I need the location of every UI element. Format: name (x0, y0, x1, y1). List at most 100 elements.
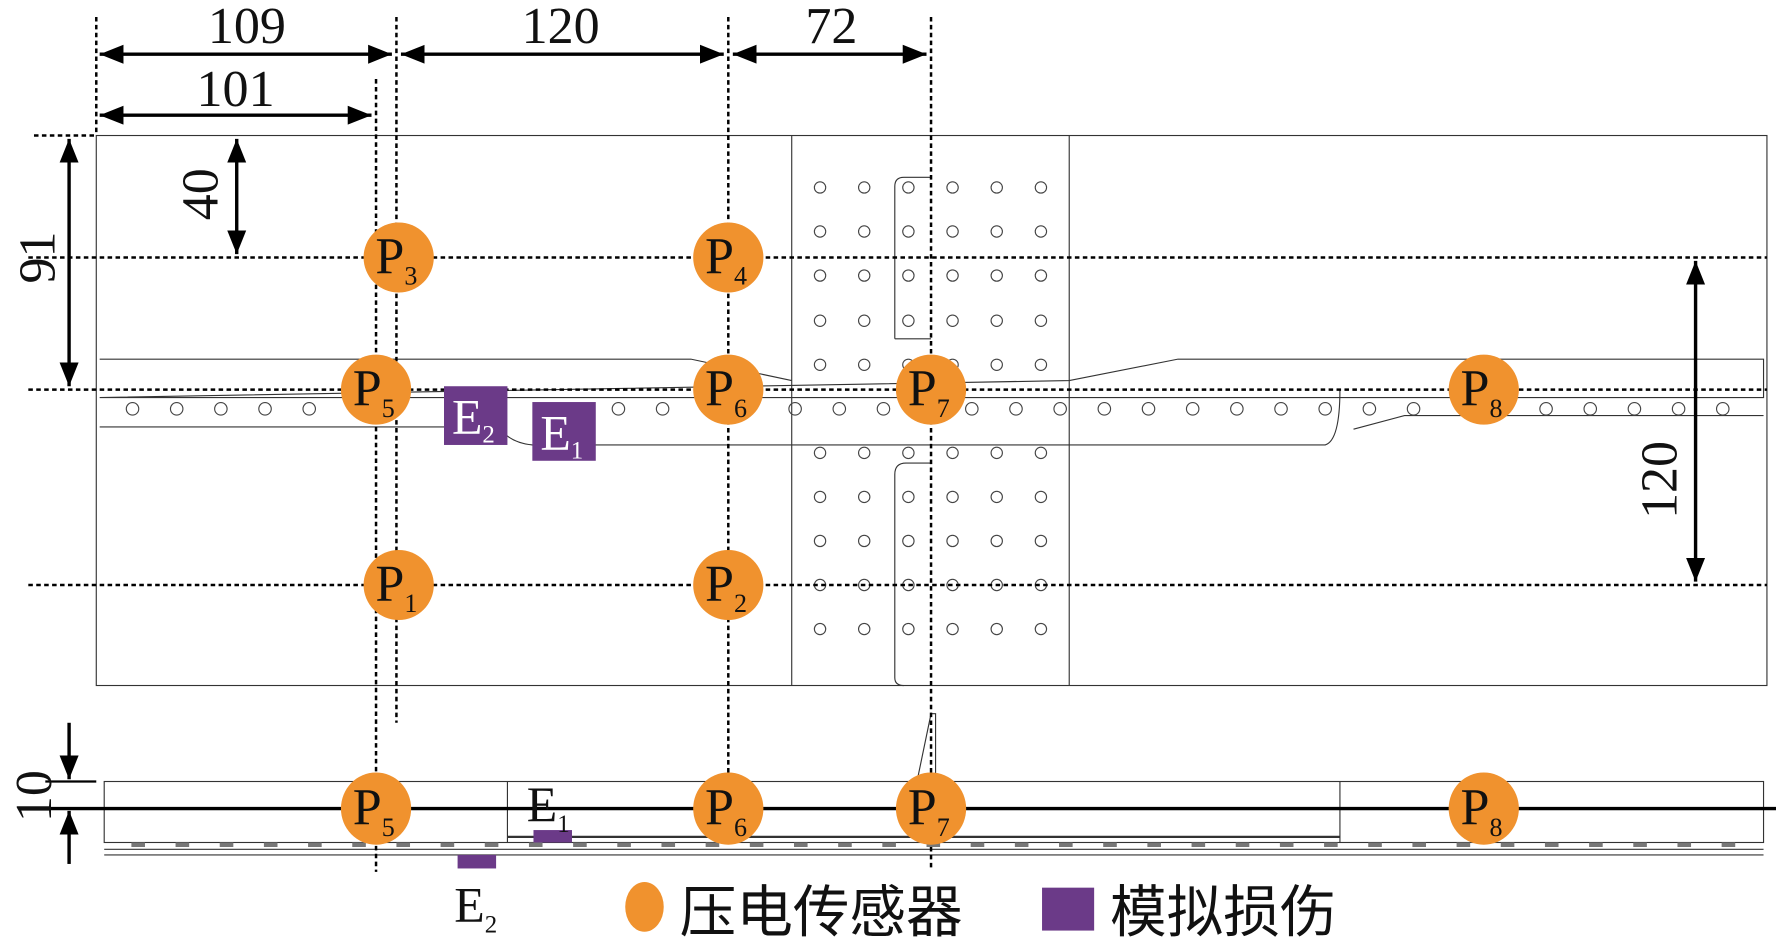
rivet-hole (1185, 402, 1200, 416)
sensor-P7: P7 (895, 354, 967, 425)
sensor-dot (693, 549, 764, 621)
rivet-hole (857, 225, 871, 238)
rivet-hole (1362, 402, 1377, 416)
rivet-hole (1034, 622, 1048, 636)
side-rivet (1677, 842, 1692, 848)
side-rivet (1014, 842, 1029, 848)
rivet-hole (1034, 314, 1048, 327)
rivet-hole (857, 181, 871, 194)
damage-square (444, 386, 508, 445)
rivet-holes (125, 181, 1736, 848)
dim-10: 10 (6, 770, 63, 822)
rivet-hole (857, 358, 871, 371)
legend-sensor-label: 压电传感器 (680, 883, 963, 943)
rivet-hole (946, 622, 959, 636)
sensor-label: P1 (375, 556, 417, 618)
side-rivet (1500, 842, 1515, 848)
damage-label: E1 (527, 777, 570, 838)
rivet-hole (946, 269, 959, 282)
rivet-hole (813, 225, 827, 238)
rivet-hole (1034, 490, 1048, 504)
side-rivet (1589, 842, 1603, 848)
rivet-hole (1034, 181, 1048, 194)
legend-damage-label: 模拟损伤 (1110, 883, 1336, 943)
legend-sensor-icon (625, 882, 664, 932)
sensor-dot (895, 354, 967, 425)
rivet-hole (902, 446, 915, 460)
sensor-P6: P6 (693, 354, 764, 425)
rivet-hole (813, 181, 827, 194)
side-rivet (308, 842, 322, 848)
rivet-hole (946, 446, 959, 460)
rivet-hole (857, 446, 871, 460)
rivet-hole (1034, 534, 1048, 548)
rivet-hole (990, 446, 1003, 460)
rivet-hole (902, 490, 915, 504)
side-damage-E2: E2 (454, 854, 497, 938)
rivet-hole (832, 402, 847, 416)
damage-square (457, 854, 497, 869)
sensor-label: P8 (1461, 779, 1503, 841)
side-rivet (1103, 842, 1117, 848)
rivet-hole (902, 534, 915, 548)
sensor-P4: P4 (693, 222, 764, 293)
damage-label: E1 (540, 406, 583, 465)
side-rivet (1544, 842, 1559, 848)
sensor-label: P2 (705, 556, 747, 618)
rivet-hole (1230, 402, 1244, 416)
rivet-hole (813, 446, 827, 460)
sensor-P5: P5 (340, 354, 412, 425)
rivet-hole (857, 269, 871, 282)
sensor-label: P6 (705, 779, 747, 841)
side-rivet (1721, 842, 1736, 848)
side-rivet (1456, 842, 1471, 848)
rivet-hole (1034, 225, 1048, 238)
rivet-hole (902, 314, 915, 327)
rivet-hole (965, 402, 979, 416)
side-rivet (793, 842, 808, 848)
sensor-label: P5 (353, 360, 395, 422)
rivet-hole (813, 358, 827, 371)
rivet-hole (946, 225, 959, 238)
dim-120-vertical: 120 (1631, 441, 1688, 519)
rivet-hole (990, 314, 1003, 327)
rivet-hole (1141, 402, 1156, 416)
sensor-label: P4 (705, 228, 747, 290)
sensor-label: P7 (908, 360, 950, 422)
side-rivet (131, 842, 145, 848)
dim-72: 72 (805, 0, 857, 55)
rivet-hole (990, 181, 1003, 194)
side-rivet (175, 842, 190, 848)
side-sensor-P5: P5 (340, 772, 412, 845)
dim-109: 109 (208, 0, 286, 55)
rivet-hole (1034, 358, 1048, 371)
damage-square (533, 830, 572, 843)
rivet-hole (857, 622, 871, 636)
rivet-hole (990, 225, 1003, 238)
sensor-P8: P8 (1448, 354, 1519, 425)
rivet-hole (655, 402, 670, 416)
side-rivet (484, 842, 499, 848)
rivet-hole (813, 490, 827, 504)
damage-E1: E1 (532, 402, 596, 465)
sensor-dot (363, 222, 434, 293)
side-rivet (1368, 842, 1382, 848)
dimension-arrows (45, 44, 1706, 864)
rivet-hole (813, 534, 827, 548)
rivet-hole (1627, 402, 1642, 416)
sensor-label: P6 (705, 360, 747, 422)
sensor-label: P3 (375, 228, 417, 290)
rivet-hole (813, 314, 827, 327)
rivet-hole (990, 358, 1003, 371)
rivet-hole (946, 534, 959, 548)
rivet-hole (1034, 269, 1048, 282)
legend: 压电传感器 模拟损伤 (625, 882, 1336, 943)
rivet-hole (1097, 402, 1112, 416)
side-damage-E1: E1 (527, 777, 572, 843)
rivet-hole (1539, 402, 1553, 416)
side-rivet (970, 842, 985, 848)
rivet-hole (902, 225, 915, 238)
